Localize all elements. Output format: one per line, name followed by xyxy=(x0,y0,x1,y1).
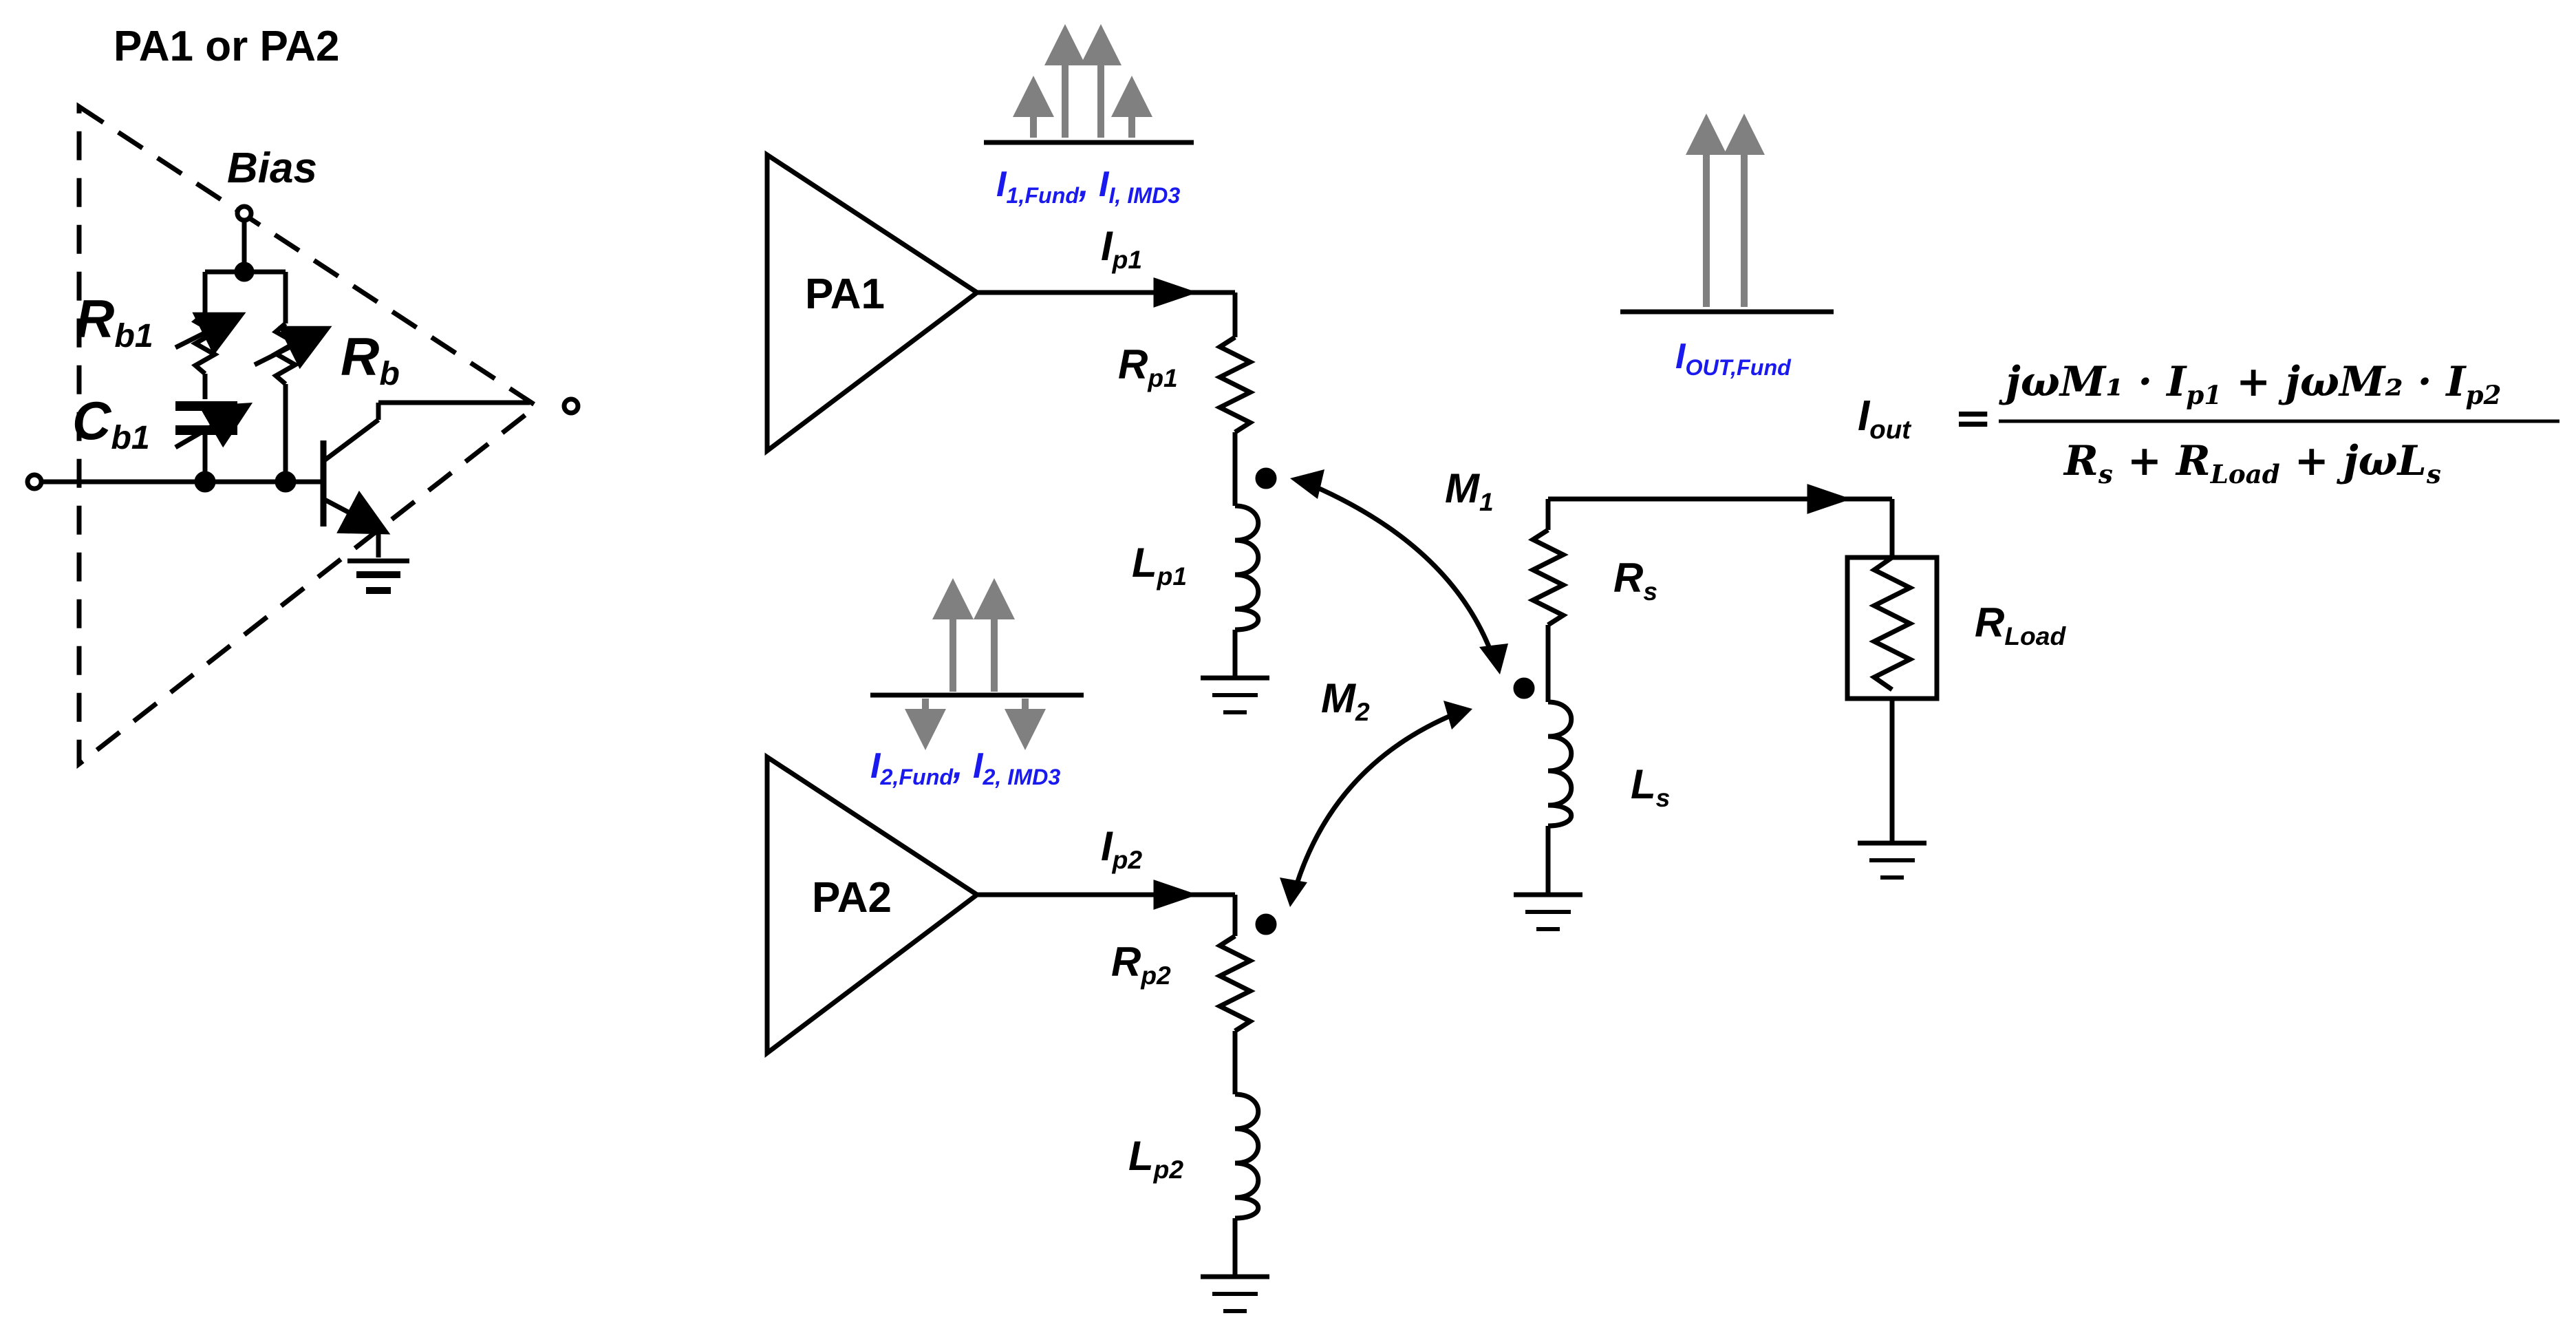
rp1-label: Rp1 xyxy=(1118,341,1178,392)
lp1-label: Lp1 xyxy=(1132,540,1187,591)
pa-inset-schematic xyxy=(25,102,581,769)
spectrum-pa2 xyxy=(870,578,1084,750)
pa1-label: PA1 xyxy=(805,270,885,318)
m2-label: M2 xyxy=(1321,675,1370,726)
lp2-dot xyxy=(1255,913,1277,935)
ls-inductor xyxy=(1547,699,1574,829)
rb1-label: Rb1 xyxy=(76,288,153,354)
inset-dashed-triangle xyxy=(76,102,541,769)
rb1-resistor xyxy=(190,311,220,376)
lp2-label: Lp2 xyxy=(1128,1133,1183,1184)
iout-equation: Iout = jωM₁ · Ip1 + jωM₂ · Ip2 Rs + RLoa… xyxy=(1858,358,2559,489)
rp2-label: Rp2 xyxy=(1111,939,1171,990)
inset-input-terminal xyxy=(25,472,44,491)
ip1-label: Ip1 xyxy=(1101,223,1142,274)
equation-denominator: Rs + RLoad + jωLs xyxy=(2063,437,2441,489)
pa1-amplifier xyxy=(764,150,982,456)
ip1-arrow xyxy=(1153,277,1198,308)
ip2-arrow xyxy=(1153,880,1198,910)
equation-numerator: jωM₁ · Ip1 + jωM₂ · Ip2 xyxy=(1999,358,2501,410)
bias-label: Bias xyxy=(227,145,317,192)
lp2-inductor xyxy=(1234,1092,1261,1221)
m2-coupling-arc xyxy=(1291,710,1460,895)
m1-coupling-arc xyxy=(1302,479,1496,659)
rs-resistor xyxy=(1527,528,1569,627)
inset-title: PA1 or PA2 xyxy=(114,23,339,70)
inset-output-terminal xyxy=(561,396,581,416)
rload-resistor xyxy=(1869,555,1915,692)
main-circuit xyxy=(764,150,1940,1313)
spectrum-pa1 xyxy=(984,24,1194,145)
equation-lhs: Iout xyxy=(1858,392,1912,445)
equation-equals: = xyxy=(1954,391,1992,445)
ls-dot xyxy=(1513,677,1535,699)
spectrum-pa2-label: I2,Fund, I2, IMD3 xyxy=(870,746,1060,789)
cb1-label: Cb1 xyxy=(72,390,150,456)
spectrum-out xyxy=(1620,114,1834,315)
rb-label: Rb xyxy=(341,326,400,392)
rs-label: Rs xyxy=(1613,555,1657,606)
pa2-label: PA2 xyxy=(812,874,892,922)
ip2-label: Ip2 xyxy=(1101,823,1142,874)
lp1-inductor xyxy=(1234,503,1261,632)
spectrum-pa1-label: I1,Fund, II, IMD3 xyxy=(996,164,1180,208)
pa2-amplifier xyxy=(764,752,982,1059)
bias-terminal xyxy=(235,204,254,223)
rp2-resistor xyxy=(1214,934,1256,1033)
rload-label: RLoad xyxy=(1975,599,2066,650)
iout-arrow xyxy=(1807,484,1852,514)
spectrum-out-label: IOUT,Fund xyxy=(1675,337,1792,380)
ls-label: Ls xyxy=(1631,761,1670,812)
lp1-dot xyxy=(1255,467,1277,489)
rp1-resistor xyxy=(1214,335,1256,434)
m1-label: M1 xyxy=(1445,465,1494,516)
